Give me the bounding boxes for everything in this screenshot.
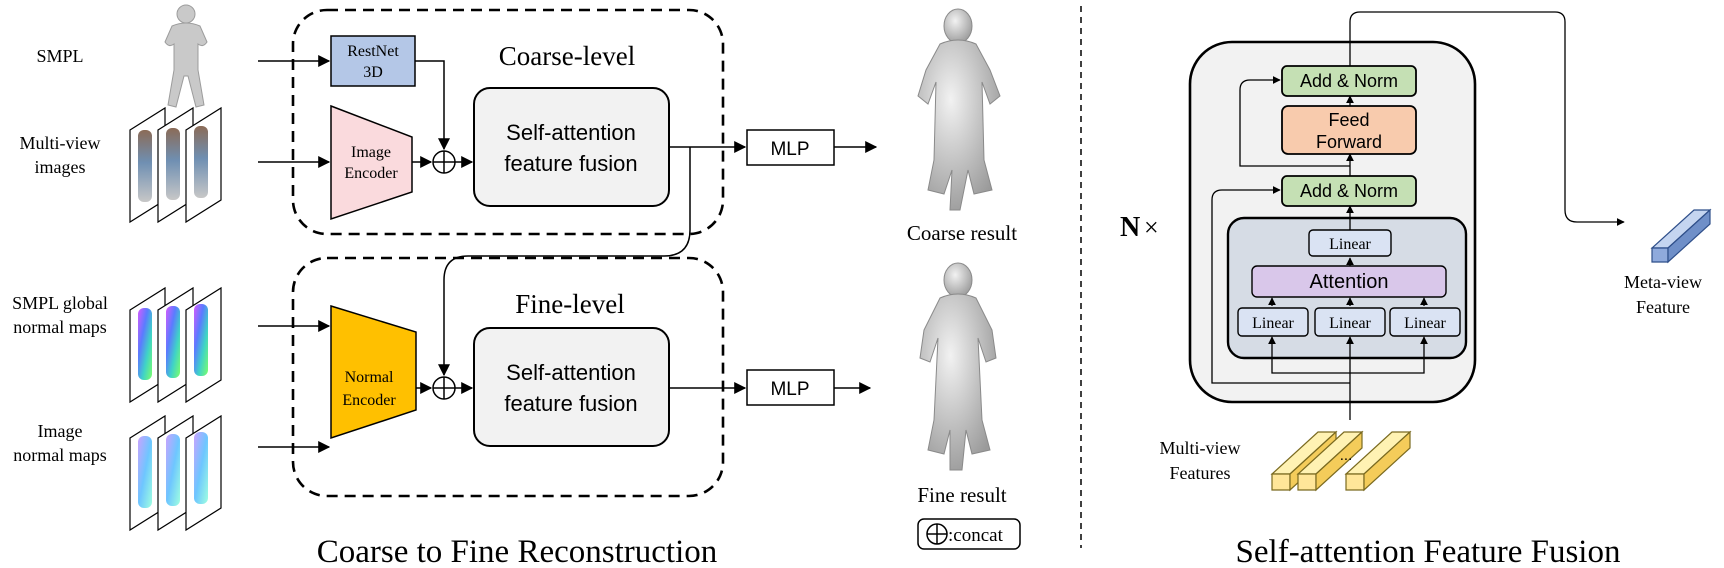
label-smpl-global-2: normal maps [13,317,106,337]
feed-forward-label-2: Forward [1316,132,1382,152]
resnet-3d-box [330,35,416,87]
meta-view-feature-label-2: Feature [1636,297,1690,317]
label-image-normal-2: normal maps [13,445,106,465]
linear-v-box [1389,307,1461,337]
image-encoder-block [330,104,413,221]
fine-mlp-label: MLP [770,379,809,400]
image-encoder-label-2: Encoder [344,165,398,182]
coarse-fusion-label-1: Self-attention [506,120,636,145]
feed-forward-box [1281,105,1417,155]
meta-view-feature-bar [1650,208,1712,264]
meta-view-feature-label-1: Meta-view [1624,272,1702,292]
image-normal-maps-stack [129,414,222,532]
repeat-n-label: N [1120,212,1140,243]
concat-legend-icon [926,523,948,545]
multiview-features-label-2: Features [1170,463,1231,483]
normal-encoder-label-1: Normal [345,369,394,386]
resnet-label-1: RestNet [347,43,399,60]
coarse-level-title: Coarse-level [499,41,635,71]
linear-q-box [1237,307,1309,337]
multiview-features-label-1: Multi-view [1160,438,1241,458]
feed-forward-label-1: Feed [1328,110,1369,130]
smpl-mesh-icon [164,4,208,108]
coarse-mlp-box [746,129,835,166]
add-norm-top-box [1281,65,1417,97]
normal-encoder-label-2: Encoder [342,392,396,409]
fine-level-title: Fine-level [515,289,624,319]
add-norm-top-label: Add & Norm [1300,71,1398,91]
resnet-label-2: 3D [363,64,383,81]
fine-fusion-label-2: feature fusion [504,391,637,416]
coarse-fusion-box [473,87,670,207]
concat-icon-coarse [432,150,456,174]
add-norm-bottom-label: Add & Norm [1300,181,1398,201]
linear-top-label: Linear [1329,236,1371,253]
fine-result-label: Fine result [917,483,1006,507]
coarse-level-container [291,8,725,236]
fine-level-container [291,256,725,498]
label-smpl: SMPL [36,46,83,66]
multiview-images-stack [129,106,222,224]
right-connections [1211,11,1625,420]
fine-fusion-box [473,327,670,447]
linear-k-label: Linear [1329,315,1371,332]
left-arrows [258,55,878,453]
attention-label: Attention [1310,271,1389,293]
linear-top-box [1308,229,1392,257]
concat-legend-label: :concat [948,525,1004,546]
repeat-x-label: × [1144,213,1159,242]
fine-fusion-label-1: Self-attention [506,360,636,385]
right-caption: Self-attention Feature Fusion [1236,534,1621,568]
linear-k-box [1314,307,1386,337]
multiview-feature-bars [1270,430,1412,492]
add-norm-bottom-box [1281,175,1417,207]
coarse-result-mesh [917,8,1001,211]
linear-v-label: Linear [1404,315,1446,332]
smpl-normal-maps-stack [129,286,222,404]
coarse-mlp-label: MLP [770,139,809,160]
fine-mlp-box [746,369,835,406]
concat-icon-fine [432,376,456,400]
image-encoder-label-1: Image [351,144,391,161]
label-multiview-1: Multi-view [20,133,101,153]
feature-ellipsis: ... [1340,447,1353,464]
attention-box [1251,265,1447,298]
fine-result-mesh [919,262,997,471]
label-image-normal-1: Image [38,421,83,441]
left-caption: Coarse to Fine Reconstruction [317,534,718,568]
label-smpl-global-1: SMPL global [12,293,108,313]
label-multiview-2: images [35,157,86,177]
linear-q-label: Linear [1252,315,1294,332]
normal-encoder-block [330,304,417,440]
coarse-fusion-label-2: feature fusion [504,151,637,176]
coarse-result-label: Coarse result [907,221,1017,245]
